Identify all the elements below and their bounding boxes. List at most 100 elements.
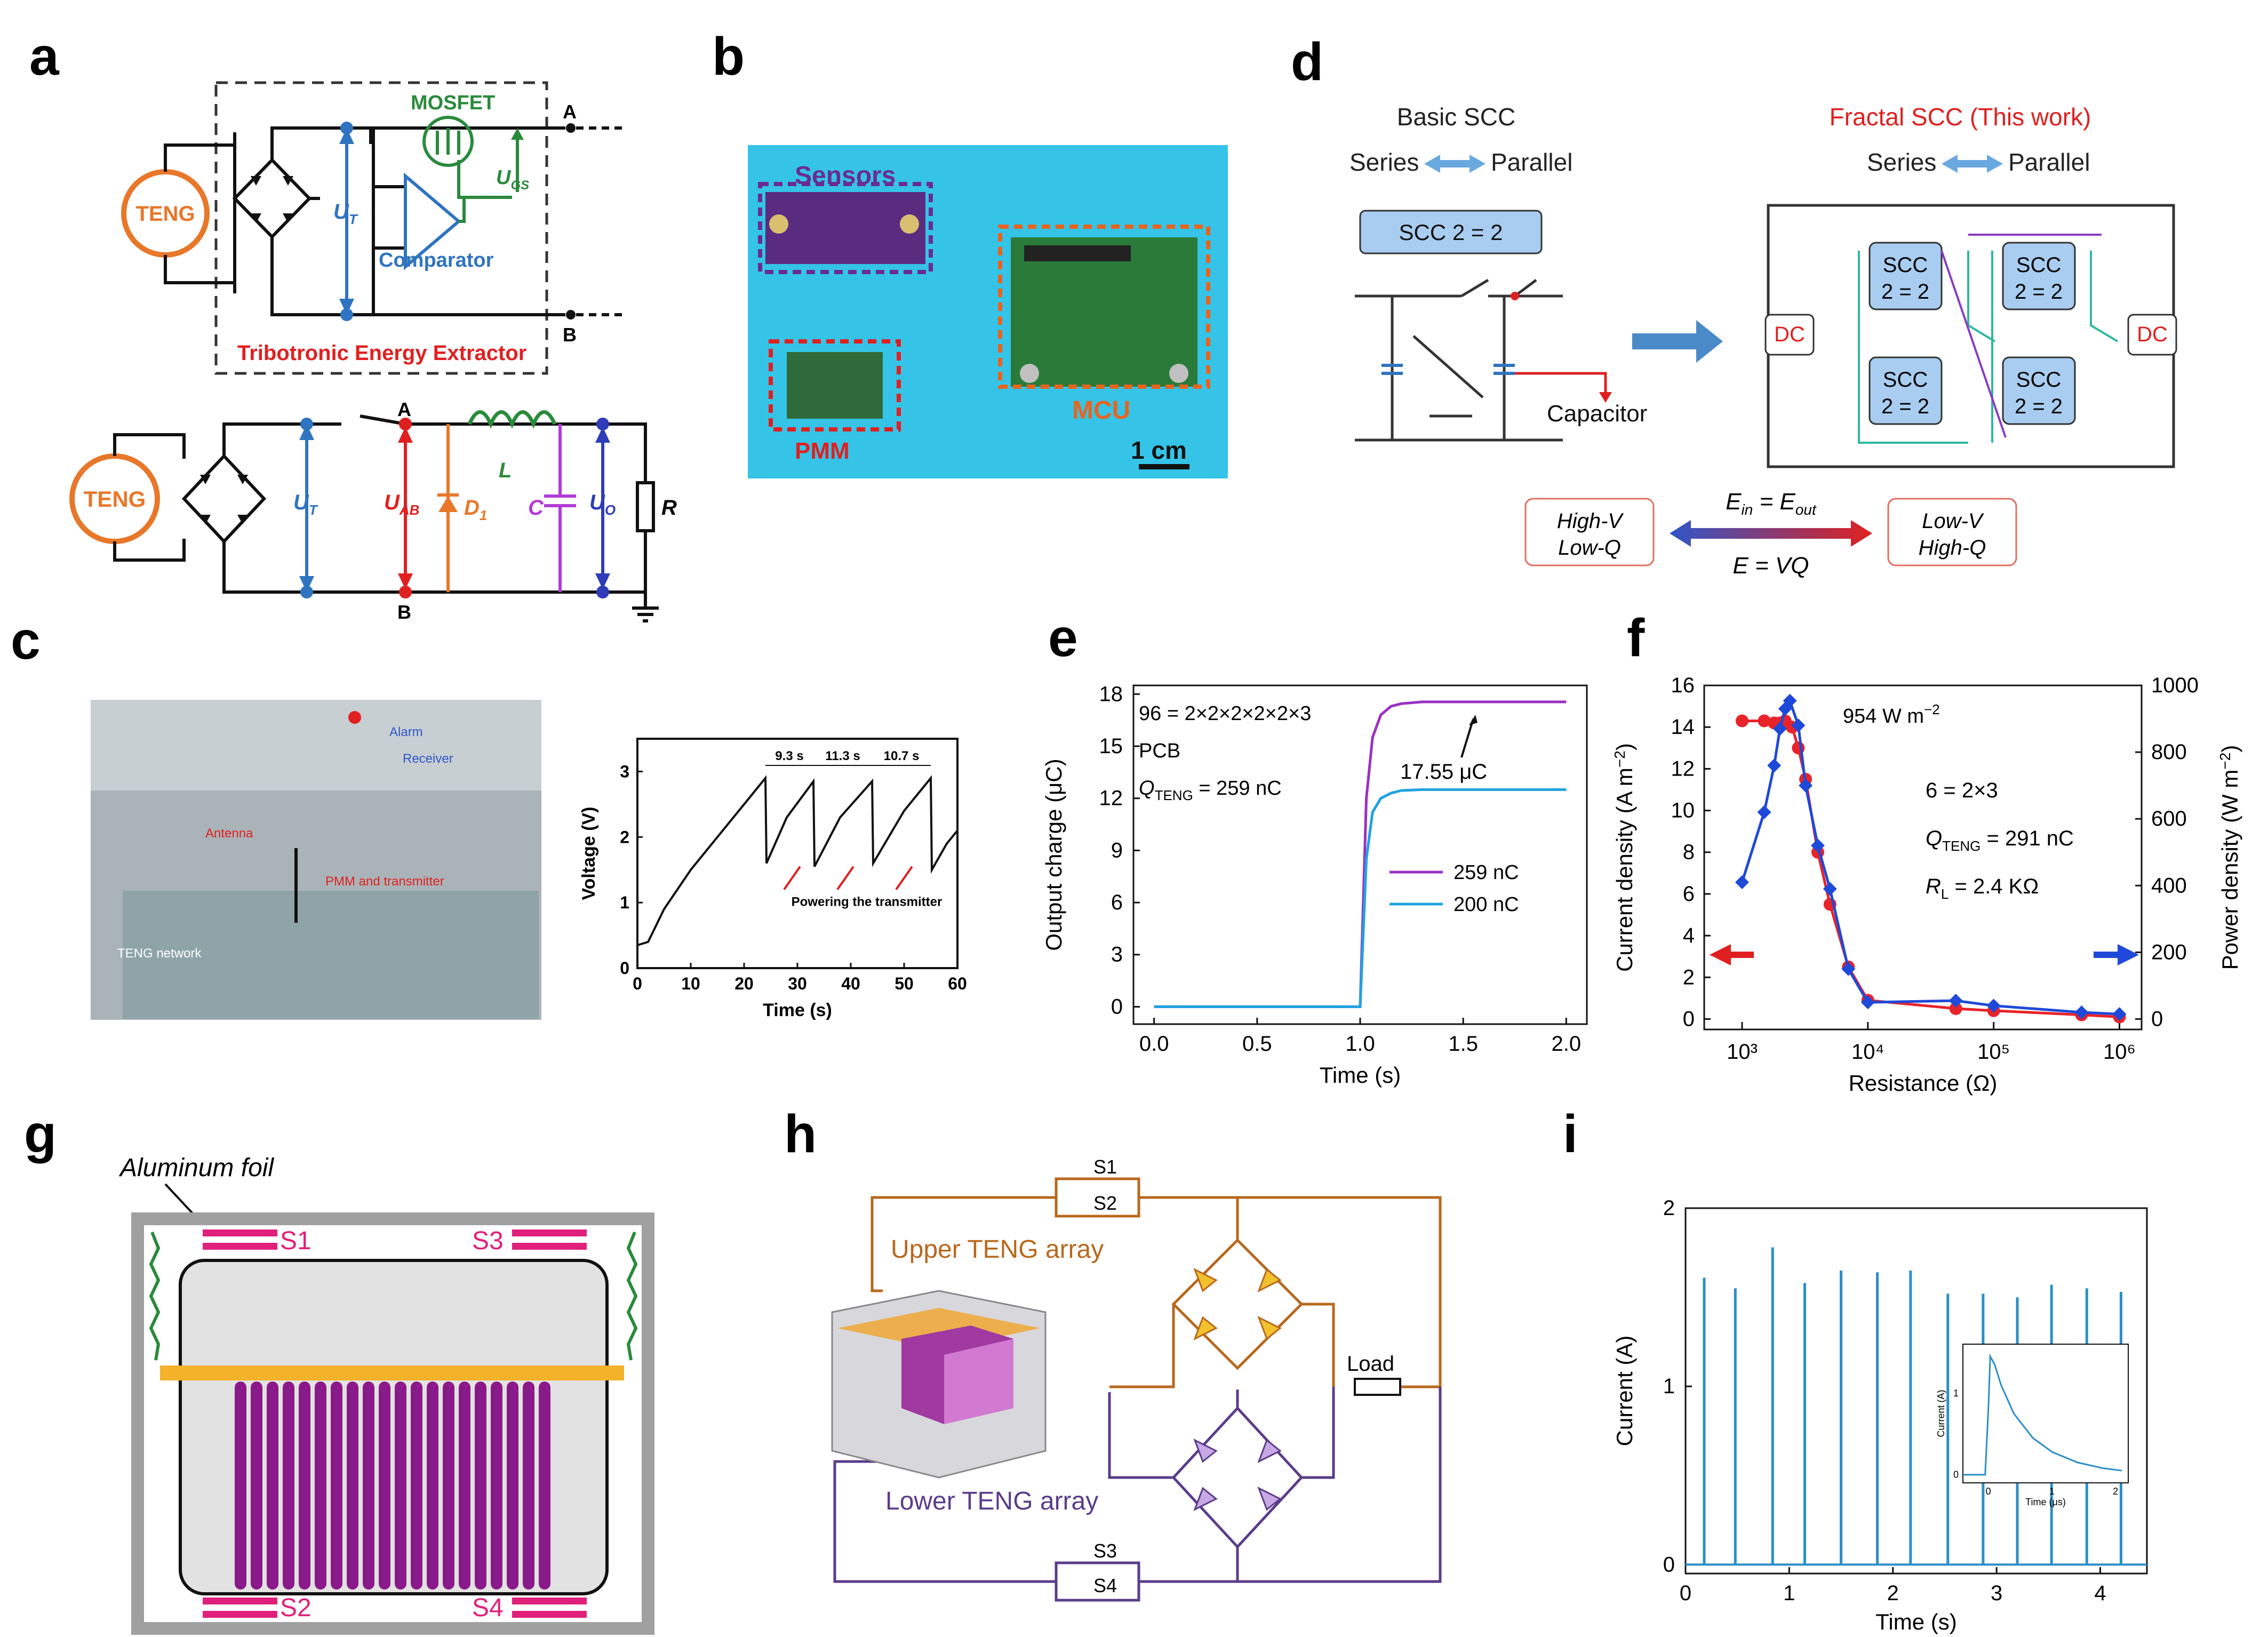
scc-ratio-label: SCC 2 = 2 xyxy=(1399,220,1503,245)
peak-charge-label: 17.55 μC xyxy=(1400,760,1487,784)
x-tick-label: 10⁶ xyxy=(2103,1040,2136,1064)
inset-x-tick-label: 1 xyxy=(2049,1486,2055,1497)
capacitor-label: C xyxy=(528,496,544,520)
switch-s3-label-h: S3 xyxy=(1093,1540,1117,1562)
series-line-0 xyxy=(1154,700,1567,1008)
plot-frame xyxy=(1703,684,2143,1031)
y-tick-label: 18 xyxy=(1099,682,1123,706)
node-b-label: B xyxy=(563,324,577,346)
power-density-point xyxy=(1757,805,1771,819)
scc-block-3-title: SCC xyxy=(1883,368,1928,392)
teng-finger xyxy=(363,1382,374,1590)
photo-antenna-label: Antenna xyxy=(205,826,253,841)
inset-x-tick-label: 2 xyxy=(2113,1486,2118,1497)
y-tick-label: 2 xyxy=(1683,965,1695,989)
qteng-label-f: QTENG = 291 nC xyxy=(1926,827,2074,854)
photo-alarm-label: Alarm xyxy=(389,725,423,739)
fractal-scc-title: Fractal SCC (This work) xyxy=(1830,103,2091,131)
legend-label-1: 200 nC xyxy=(1454,893,1519,916)
teng-finger xyxy=(347,1382,358,1590)
teng-finger xyxy=(459,1382,470,1590)
parallel-label-right: Parallel xyxy=(2008,148,2090,176)
x-tick-label: 2 xyxy=(1887,1582,1899,1605)
low-q-label: Low-Q xyxy=(1558,536,1621,560)
aluminum-foil-label: Aluminum foil xyxy=(118,1154,274,1182)
y-tick-label: 1 xyxy=(1663,1375,1675,1398)
panel-letter-d: d xyxy=(1291,32,1323,92)
current-density-point xyxy=(1949,1002,1962,1015)
comparator-symbol xyxy=(404,172,461,270)
teng-finger xyxy=(331,1382,342,1590)
power-density-point xyxy=(1772,722,1787,736)
teng-finger xyxy=(475,1382,486,1590)
y-tick-label: 12 xyxy=(1671,757,1695,780)
teng-finger xyxy=(395,1382,406,1590)
inductor-label: L xyxy=(499,459,512,482)
y2-tick-label: 400 xyxy=(2151,874,2187,897)
teng-finger xyxy=(283,1382,294,1590)
plot-frame xyxy=(1684,1207,2148,1575)
x-tick-label: 10⁵ xyxy=(1977,1040,2010,1064)
inset-y-tick-label: 1 xyxy=(1953,1388,1959,1399)
high-v-box xyxy=(1524,498,1655,566)
y-tick-label: 15 xyxy=(1099,734,1123,758)
power-density-point xyxy=(1823,882,1837,896)
inductor-symbol xyxy=(467,410,557,429)
peak-power-label: 954 W m−2 xyxy=(1843,701,1940,728)
scc-block-4-ratio: 2 = 2 xyxy=(2015,395,2063,418)
y-axis-label: Voltage (V) xyxy=(579,806,599,900)
y-tick-label: 2 xyxy=(620,827,629,847)
interval-label: 11.3 s xyxy=(825,749,860,763)
outer-housing xyxy=(131,1212,654,1635)
teng-fingers xyxy=(235,1382,550,1590)
dc-left-box xyxy=(1764,314,1815,356)
panel-c: c Alarm Receiver Antenna PMM and transmi… xyxy=(11,613,967,1020)
upper-teng-label: Upper TENG array xyxy=(891,1235,1104,1264)
x-tick-label: 40 xyxy=(841,974,860,993)
y2-tick-label: 0 xyxy=(2151,1007,2163,1031)
series-label-right: Series xyxy=(1867,148,1936,176)
dc-right-label: DC xyxy=(2137,323,2168,346)
pcb-label: PCB xyxy=(1139,740,1180,762)
ut2-label: UT xyxy=(293,491,318,518)
x-tick-label: 1.5 xyxy=(1448,1032,1478,1056)
series-line-1 xyxy=(1154,788,1567,1008)
x-tick-label: 30 xyxy=(788,974,807,993)
power-density-point xyxy=(1735,875,1749,890)
sensors-board xyxy=(765,192,925,264)
qteng-label: QTENG = 259 nC xyxy=(1139,777,1282,803)
teng-finger xyxy=(267,1382,278,1590)
capacitor-text: Capacitor xyxy=(1547,401,1647,427)
factor-label: 96 = 2×2×2×2×2×3 xyxy=(1139,702,1311,725)
y-tick-label: 3 xyxy=(1111,943,1123,967)
d1-label: D1 xyxy=(464,496,487,523)
x-tick-label: 3 xyxy=(1991,1582,2002,1605)
teng-array-3d xyxy=(831,1290,1047,1479)
switch-s2-label-h: S2 xyxy=(1093,1192,1117,1214)
x-axis-label: Resistance (Ω) xyxy=(1849,1071,1998,1096)
teng-finger xyxy=(427,1382,438,1590)
uo-label: UO xyxy=(589,491,616,518)
uab-label: UAB xyxy=(384,491,419,518)
teng-finger xyxy=(491,1382,502,1590)
inset-y-tick-label: 0 xyxy=(1953,1470,1959,1480)
power-density-point xyxy=(1810,839,1825,853)
y-tick-label: 12 xyxy=(1099,787,1123,810)
dc-right-box xyxy=(2127,314,2177,356)
x-tick-label: 2.0 xyxy=(1552,1032,1582,1056)
y-tick-label: 8 xyxy=(1683,841,1695,864)
y-tick-label: 6 xyxy=(1683,882,1695,906)
panel-letter-a: a xyxy=(29,27,60,86)
power-density-point xyxy=(2074,1005,2089,1019)
power-density-point xyxy=(1948,994,1963,1008)
rl-label: RL = 2.4 KΩ xyxy=(1926,875,2039,902)
y-tick-label: 1 xyxy=(620,893,629,912)
y-tick-label: 6 xyxy=(1111,891,1123,914)
basic-scc-title: Basic SCC xyxy=(1397,103,1515,131)
x-tick-label: 10⁴ xyxy=(1851,1040,1884,1064)
red-arrow xyxy=(783,866,801,890)
y2-axis-label: Power density (W m−2) xyxy=(2217,745,2242,970)
sensors-label: Sensors xyxy=(795,162,896,190)
